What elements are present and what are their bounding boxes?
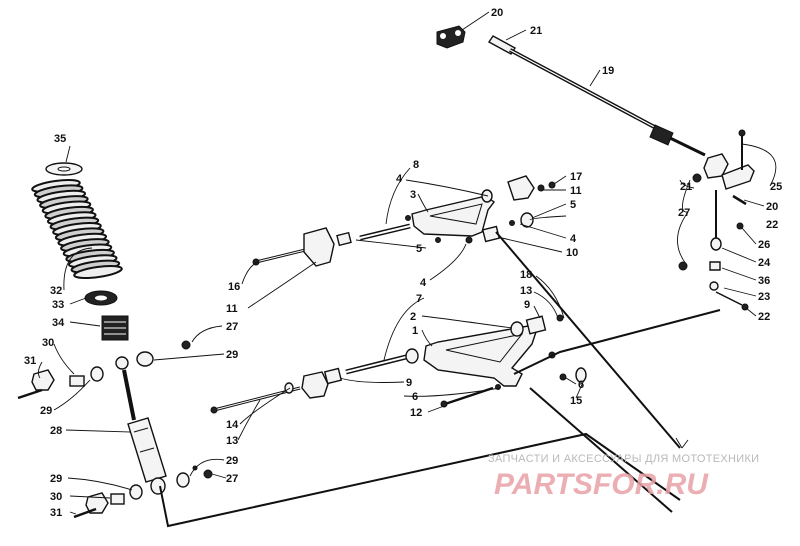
callout-26: 26 (758, 239, 770, 251)
watermark-brand: PARTSFOR.RU (494, 468, 709, 501)
upper-a-arm-assembly (252, 175, 556, 267)
callout-31: 31 (50, 507, 62, 519)
callout-4: 4 (420, 277, 427, 289)
callout-27: 27 (678, 207, 690, 219)
watermark-tagline: ЗАПЧАСТИ И АКСЕССУАРЫ ДЛЯ МОТОТЕХНИКИ (488, 453, 759, 465)
callout-27: 27 (226, 473, 238, 485)
callout-10: 10 (566, 247, 578, 259)
callout-17: 17 (570, 171, 582, 183)
callout-20: 20 (491, 7, 503, 19)
callout-5: 5 (570, 199, 576, 211)
callout-33: 33 (52, 299, 64, 311)
callout-16: 16 (228, 281, 240, 293)
lower-a-arm-assembly (210, 314, 587, 414)
callout-22: 22 (766, 219, 778, 231)
callout-labels: 20 21 19 35 8 4 3 17 11 5 4 10 5 16 11 4… (24, 7, 782, 519)
callout-28: 28 (50, 425, 62, 437)
watermark: ЗАПЧАСТИ И АКСЕССУАРЫ ДЛЯ МОТОТЕХНИКИ PA… (488, 453, 759, 501)
callout-11: 11 (226, 303, 238, 315)
shock-assembly (17, 162, 213, 519)
callout-14: 14 (226, 419, 239, 431)
callout-36: 36 (758, 275, 770, 287)
callout-35: 35 (54, 133, 66, 145)
callout-2: 2 (410, 311, 416, 323)
callout-21: 21 (680, 181, 692, 193)
callout-29: 29 (40, 405, 52, 417)
callout-7: 7 (416, 293, 422, 305)
callout-18: 18 (520, 269, 532, 281)
callout-31: 31 (24, 355, 36, 367)
callout-23: 23 (758, 291, 770, 303)
callout-30: 30 (42, 337, 54, 349)
callout-21: 21 (530, 25, 542, 37)
tie-rod-assembly (436, 25, 706, 157)
callout-8: 8 (413, 159, 419, 171)
callout-29: 29 (226, 455, 238, 467)
callout-29: 29 (50, 473, 62, 485)
callout-1: 1 (412, 325, 418, 337)
callout-13: 13 (520, 285, 532, 297)
callout-13: 13 (226, 435, 238, 447)
callout-22: 22 (758, 311, 770, 323)
callout-27: 27 (226, 321, 238, 333)
callout-9: 9 (524, 299, 530, 311)
callout-4: 4 (396, 173, 403, 185)
callout-6: 6 (578, 379, 584, 391)
callout-19: 19 (602, 65, 614, 77)
callout-11: 11 (570, 185, 582, 197)
assembly-lines (159, 231, 721, 528)
callout-24: 24 (758, 257, 771, 269)
callout-15: 15 (570, 395, 582, 407)
callout-25: 25 (770, 181, 782, 193)
callout-30: 30 (50, 491, 62, 503)
callout-12: 12 (410, 407, 422, 419)
callout-3: 3 (410, 189, 416, 201)
callout-4: 4 (570, 233, 577, 245)
callout-34: 34 (52, 317, 65, 329)
callout-20: 20 (766, 201, 778, 213)
coil-spring (31, 179, 123, 279)
callout-9: 9 (406, 377, 412, 389)
callout-29: 29 (226, 349, 238, 361)
spindle-arm-assembly (678, 129, 755, 311)
leader-lines (37, 11, 777, 515)
callout-5: 5 (416, 243, 422, 255)
callout-32: 32 (50, 285, 62, 297)
callout-6: 6 (412, 391, 418, 403)
